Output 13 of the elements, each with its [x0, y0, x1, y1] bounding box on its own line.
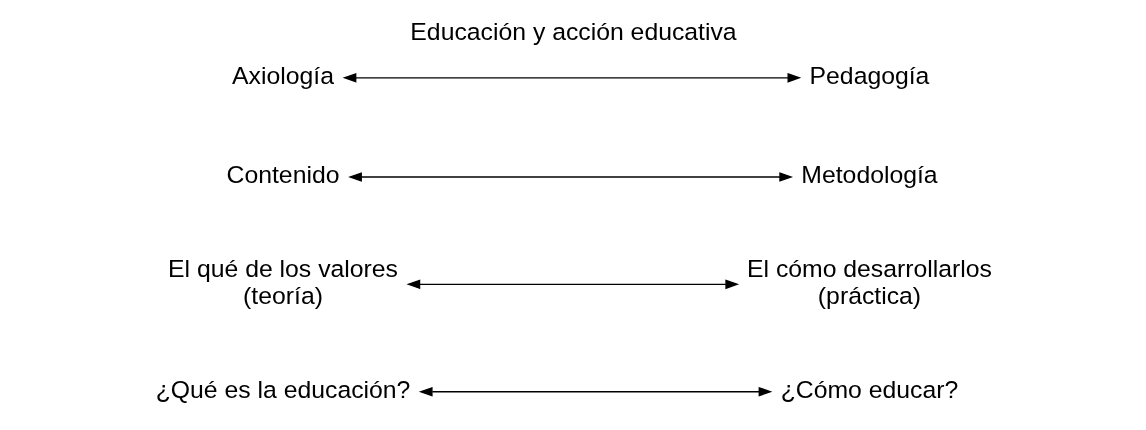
arrow — [418, 386, 772, 397]
node-text: Axiología — [231, 61, 334, 89]
node-text: Contenido — [226, 160, 339, 188]
diagram-title: Educación y acción educativa — [409, 17, 737, 45]
arrow — [347, 171, 793, 182]
arrow — [405, 279, 739, 289]
node-text: El qué de los valores (teoría) — [167, 254, 398, 309]
node-text: El cómo desarrollarlos (práctica) — [746, 254, 992, 309]
node-text: Metodología — [800, 160, 938, 188]
arrow — [342, 72, 801, 83]
node-text: ¿Cómo educar? — [780, 375, 958, 403]
node-text: ¿Qué es la educación? — [155, 375, 410, 403]
node-text: Pedagogía — [809, 61, 929, 89]
